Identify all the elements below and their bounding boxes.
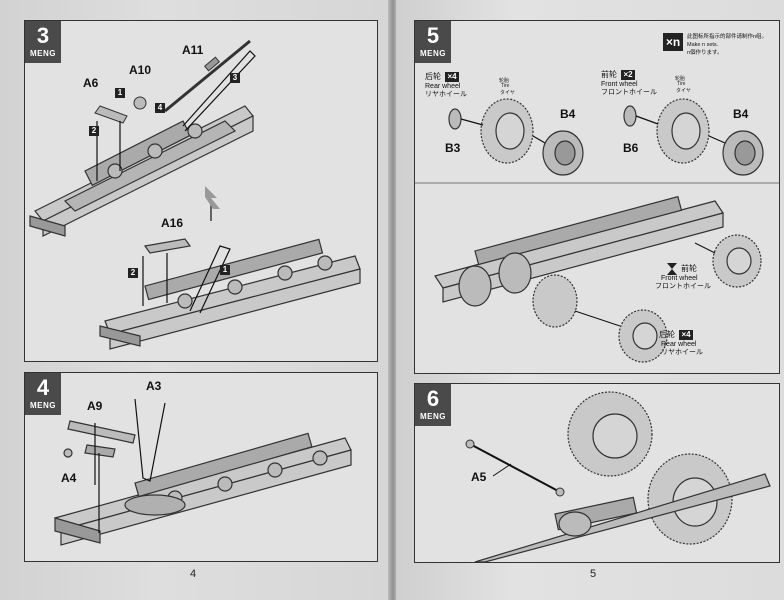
tire-label-cn: 轮胎 — [675, 76, 686, 82]
rear-wheel-label-cn: 后轮 — [425, 72, 441, 81]
sequence-marker: 2 — [89, 126, 99, 136]
right-page: 5 MENG ×n 此图标所指示的部件请制作n组。 Make n sets. n… — [396, 0, 784, 600]
front-wheel-label-cn: 前轮 — [601, 70, 617, 79]
front-wheel-label-en: Front wheel — [601, 81, 638, 88]
rear-wheel-label-en: Rear wheel — [661, 341, 697, 348]
page-number: 4 — [190, 568, 197, 580]
quantity-badge: ×4 — [679, 330, 693, 340]
step-5-illustration — [415, 98, 779, 363]
note-jp: n個作ります。 — [687, 50, 723, 56]
note-cn: 此图标所指示的部件请制作n组。 — [687, 34, 768, 40]
front-wheel-label-cn: 前轮 — [681, 264, 697, 273]
step-number: 6 — [426, 386, 440, 411]
step-4-illustration — [54, 398, 352, 546]
sequence-marker: 1 — [115, 88, 125, 98]
part-label-a6: A6 — [83, 76, 99, 90]
part-label-a11: A11 — [182, 43, 204, 57]
step-number: 4 — [36, 375, 50, 400]
brand-logo: MENG — [420, 412, 446, 421]
page-number: 5 — [590, 568, 597, 580]
sequence-marker: 3 — [230, 73, 240, 83]
part-label-a4: A4 — [61, 471, 77, 485]
book-gutter — [388, 0, 398, 600]
rear-wheel-label-jp: リヤホイール — [661, 349, 703, 356]
step-3-panel: 3 MENG — [24, 20, 378, 362]
front-wheel-label-jp: フロントホイール — [655, 283, 711, 290]
part-label-a9: A9 — [87, 399, 103, 413]
quantity-badge: ×2 — [621, 70, 635, 80]
part-label-b3: B3 — [445, 141, 461, 155]
step-4-panel: 4 MENG A3 — [24, 372, 378, 562]
part-label-a10: A10 — [129, 63, 152, 77]
brand-logo: MENG — [420, 49, 446, 58]
part-label-a16: A16 — [161, 216, 184, 230]
front-wheel-label-jp: フロントホイール — [601, 89, 657, 96]
sequence-marker: 2 — [128, 268, 138, 278]
step-badge: 5 MENG — [415, 21, 451, 63]
step-badge: 4 MENG — [25, 373, 61, 415]
step-6-panel: 6 MENG A5 — [414, 383, 780, 563]
step-badge: 3 MENG — [25, 21, 61, 63]
quantity-badge: ×4 — [445, 72, 459, 82]
part-label-a3: A3 — [146, 379, 162, 393]
note-en: Make n sets. — [687, 42, 719, 48]
step-6-illustration — [465, 391, 771, 562]
tire-label-cn: 轮胎 — [499, 78, 510, 84]
sequence-marker: 1 — [220, 265, 230, 275]
tire-label-jp: タイヤ — [676, 88, 691, 94]
front-wheel-label-en: Front wheel — [661, 275, 698, 282]
step-5-panel: 5 MENG ×n 此图标所指示的部件请制作n组。 Make n sets. n… — [414, 20, 780, 374]
part-label-a5: A5 — [471, 470, 487, 484]
step-3-illustration — [29, 39, 361, 350]
sequence-marker: 4 — [155, 103, 165, 113]
part-label-b4: B4 — [733, 107, 749, 121]
tire-label-en: Tire — [677, 81, 686, 87]
tire-label-jp: タイヤ — [500, 90, 515, 96]
part-label-b6: B6 — [623, 141, 639, 155]
rear-wheel-label-jp: リヤホイール — [425, 91, 467, 98]
brand-logo: MENG — [30, 49, 56, 58]
step-badge: 6 MENG — [415, 384, 451, 426]
make-n-sets-icon: ×n — [663, 33, 683, 51]
part-label-b4: B4 — [560, 107, 576, 121]
left-page: 3 MENG — [0, 0, 392, 600]
rear-wheel-label-cn: 后轮 — [659, 330, 675, 339]
step-number: 3 — [36, 23, 50, 48]
brand-logo: MENG — [30, 401, 56, 410]
step-number: 5 — [426, 23, 440, 48]
rear-wheel-label-en: Rear wheel — [425, 83, 461, 90]
tire-label-en: Tire — [501, 83, 510, 89]
